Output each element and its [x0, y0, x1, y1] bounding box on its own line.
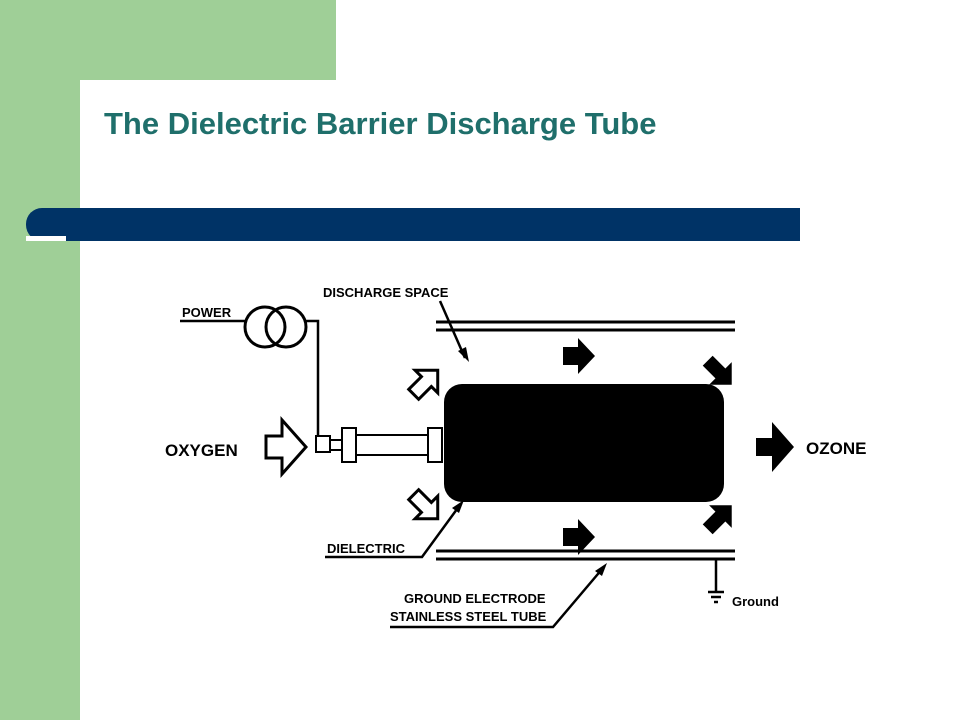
- oxygen-arrow-icon: [264, 416, 309, 478]
- power-lead-wire: [306, 319, 320, 440]
- ground-label: Ground: [732, 594, 779, 609]
- dielectric-electrode-cylinder: [444, 384, 724, 502]
- title-underline-bar: [26, 208, 800, 241]
- green-accent-top: [0, 0, 336, 80]
- ground-electrode-pointer: [390, 567, 604, 629]
- ozone-label: OZONE: [806, 439, 866, 458]
- ground-icon: [708, 559, 724, 604]
- ground-electrode-tube: [436, 320, 735, 561]
- discharge-space-label: DISCHARGE SPACE: [323, 285, 449, 300]
- power-label: POWER: [182, 305, 232, 320]
- gap-flow-arrow-lower-icon: [563, 519, 595, 555]
- power-transformer-icon: [243, 305, 308, 349]
- outflow-arrow-upper-icon: [702, 355, 732, 385]
- outflow-arrow-lower-icon: [702, 505, 732, 535]
- stainless-steel-tube-label: STAINLESS STEEL TUBE: [390, 609, 547, 624]
- dielectric-label: DIELECTRIC: [327, 541, 406, 556]
- inflow-arrow-lower-icon: [406, 487, 440, 521]
- green-accent-side: [0, 80, 80, 720]
- inflow-arrow-upper-icon: [406, 368, 440, 402]
- bar-notch: [26, 236, 66, 241]
- ozone-arrow-icon: [756, 422, 794, 472]
- dielectric-pointer: [325, 504, 462, 559]
- slide-title: The Dielectric Barrier Discharge Tube: [104, 106, 657, 141]
- feedthrough-connector: [315, 427, 443, 463]
- ground-electrode-label: GROUND ELECTRODE: [404, 591, 546, 606]
- oxygen-label: OXYGEN: [165, 441, 238, 460]
- discharge-space-pointer: [438, 300, 467, 359]
- gap-flow-arrow-upper-icon: [563, 338, 595, 374]
